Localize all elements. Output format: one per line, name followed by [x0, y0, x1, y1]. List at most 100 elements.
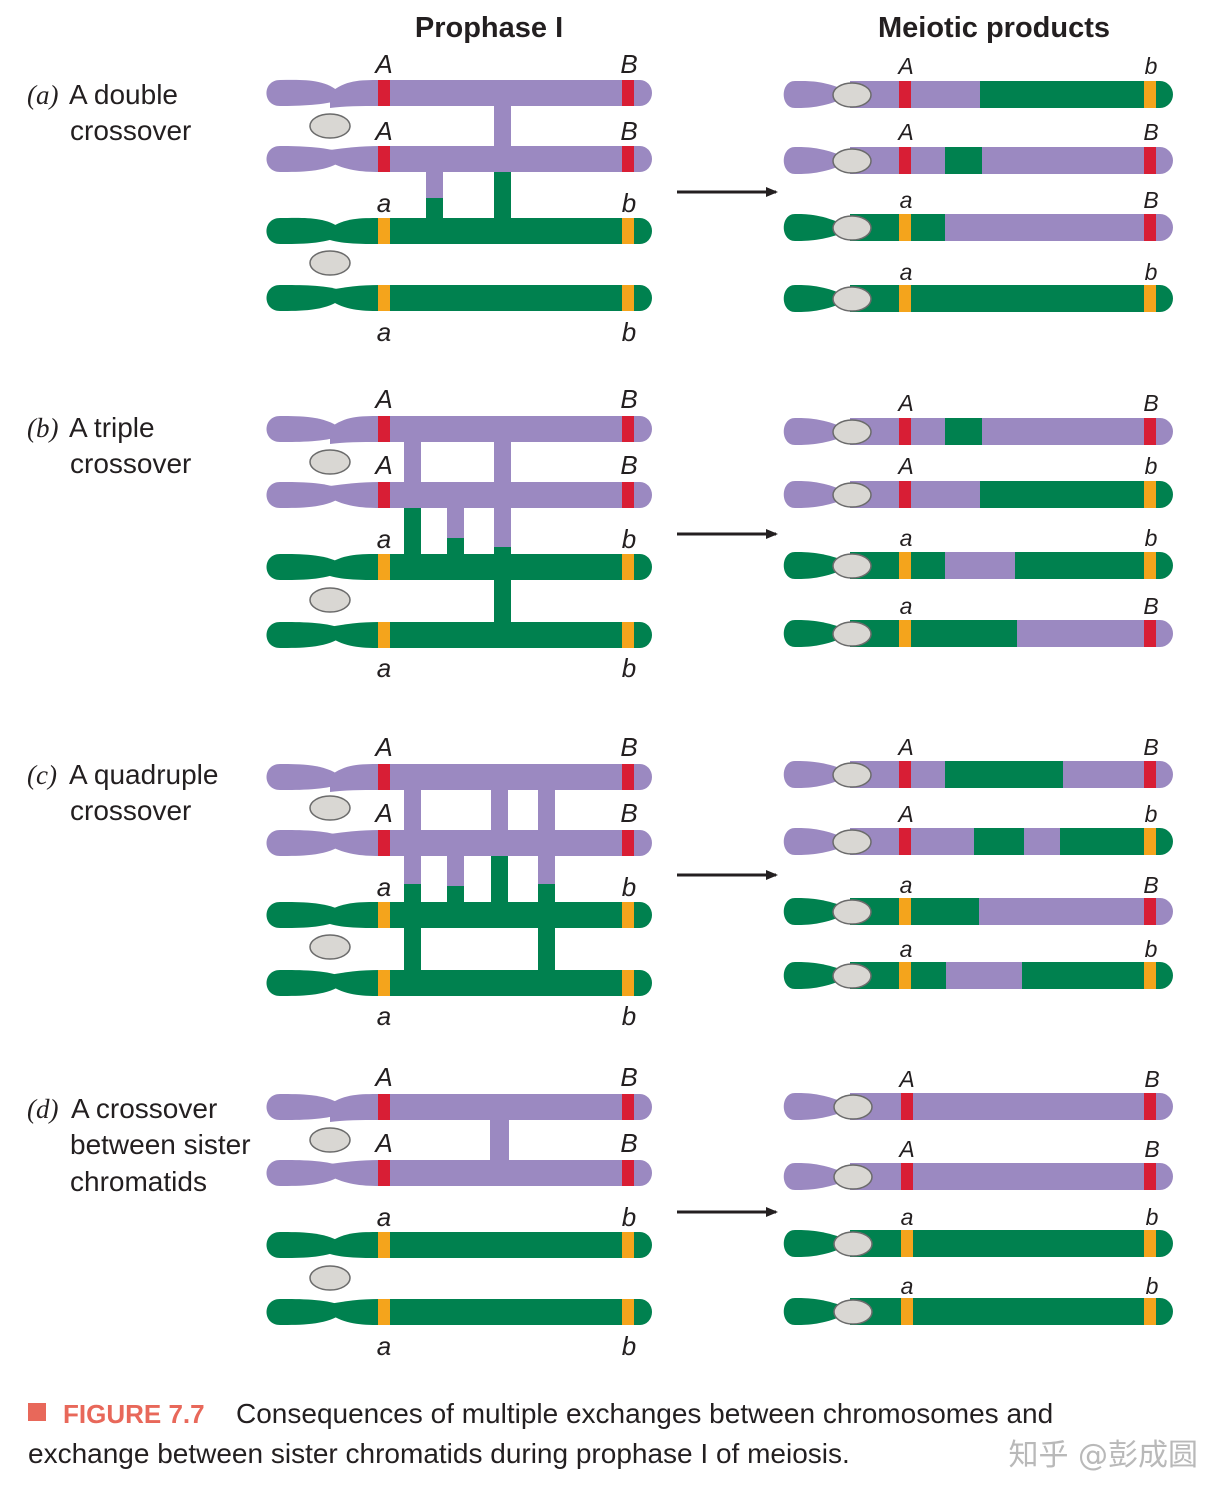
gene-label: B	[1144, 1136, 1159, 1162]
product-chromosome: A B	[783, 1136, 1173, 1190]
chromatid	[330, 1232, 652, 1258]
product-chromosome: A b	[783, 53, 1173, 108]
gene-band	[622, 218, 634, 244]
centromere	[832, 148, 872, 174]
caption-line: Consequences of multiple exchanges betwe…	[236, 1398, 1053, 1429]
meiotic-products: A B A b	[783, 734, 1173, 989]
gene-label: A	[896, 453, 913, 479]
gene-band	[622, 80, 634, 106]
gene-label: b	[622, 188, 636, 218]
centromere	[832, 553, 872, 579]
product-chromosome: a B	[783, 593, 1173, 647]
gene-label: B	[1143, 187, 1158, 213]
gene-band	[622, 285, 634, 311]
gene-label: b	[1146, 1204, 1159, 1230]
product-chromosome: a b	[783, 525, 1173, 579]
centromere	[833, 1164, 873, 1190]
header-prophase: Prophase I	[415, 12, 563, 44]
panel-title-line: between sister	[70, 1129, 251, 1160]
gene-label: a	[377, 1202, 391, 1232]
gene-label: b	[1145, 259, 1158, 285]
chromatid	[330, 218, 652, 244]
panel-title-line: crossover	[70, 115, 191, 146]
centromere	[832, 215, 872, 241]
gene-label: A	[896, 53, 913, 79]
panel-letter: (d)	[27, 1094, 58, 1124]
gene-label: A	[896, 801, 913, 827]
gene-label: a	[377, 188, 391, 218]
panel-title-line: A double	[69, 79, 178, 110]
chromatid	[330, 146, 652, 172]
gene-label: a	[377, 653, 391, 683]
panel-a-label: (a) A double crossover	[27, 79, 191, 146]
gene-label: b	[1145, 801, 1158, 827]
chromatid	[330, 622, 652, 648]
meiotic-products: A b A B	[783, 53, 1173, 312]
product-chromosome: a b	[783, 936, 1173, 989]
centromere	[832, 963, 872, 989]
gene-label: a	[377, 524, 391, 554]
chromatid	[330, 1094, 652, 1122]
gene-label: A	[373, 384, 392, 414]
gene-label: A	[373, 116, 392, 146]
gene-label: a	[377, 872, 391, 902]
gene-label: a	[900, 259, 913, 285]
centromere	[309, 113, 351, 139]
gene-label: A	[373, 1128, 392, 1158]
panel-letter: (b)	[27, 413, 58, 443]
gene-label: B	[1143, 734, 1158, 760]
chromatid	[330, 764, 652, 792]
centromere	[309, 795, 351, 821]
gene-label: B	[620, 798, 637, 828]
gene-label: B	[620, 384, 637, 414]
panel-b-label: (b) A triple crossover	[27, 412, 191, 479]
centromere	[309, 449, 351, 475]
centromere	[833, 1231, 873, 1257]
caption-square-icon	[28, 1403, 46, 1421]
panel-letter: (a)	[27, 80, 58, 110]
product-chromosome: A B	[783, 1066, 1173, 1120]
gene-label: a	[377, 1331, 391, 1361]
panel-c-label: (c) A quadruple crossover	[27, 759, 218, 826]
gene-label: A	[896, 734, 913, 760]
product-chromosome: a B	[783, 872, 1173, 925]
product-chromosome: A B	[783, 390, 1173, 445]
chromatid	[330, 970, 652, 996]
panel-a: (a) A double crossover	[27, 49, 1173, 347]
prophase-diagram: A B A B a b a b	[266, 1062, 652, 1361]
figure-number: FIGURE 7.7	[63, 1399, 205, 1429]
centromere	[832, 762, 872, 788]
watermark: 知乎 @彭成圆	[1008, 1438, 1198, 1473]
gene-label: b	[622, 1331, 636, 1361]
gene-band	[378, 146, 390, 172]
centromere	[832, 621, 872, 647]
panel-title-line: crossover	[70, 795, 191, 826]
gene-band	[378, 218, 390, 244]
gene-label: B	[620, 49, 637, 79]
gene-label: B	[1143, 872, 1158, 898]
caption-line: exchange between sister chromatids durin…	[28, 1438, 850, 1469]
chromatid-arm	[266, 79, 340, 106]
centromere	[832, 82, 872, 108]
panel-title-line: crossover	[70, 448, 191, 479]
product-chromosome: a b	[783, 1204, 1173, 1257]
product-chromosome: A B	[783, 734, 1173, 788]
chromatid	[330, 830, 652, 856]
meiotic-products: A B A b	[783, 390, 1173, 647]
gene-label: a	[377, 317, 391, 347]
gene-label: a	[900, 936, 913, 962]
chromatid	[330, 1299, 652, 1325]
gene-label: a	[900, 525, 913, 551]
centromere	[832, 899, 872, 925]
gene-label: A	[373, 450, 392, 480]
product-chromosome: A b	[783, 453, 1173, 508]
gene-label: A	[373, 49, 392, 79]
panel-title-line: A crossover	[71, 1093, 217, 1124]
gene-label: a	[900, 872, 913, 898]
panel-b: (b) A triple crossover	[27, 384, 1173, 683]
chromatid	[330, 554, 652, 580]
panel-c: (c) A quadruple crossover	[27, 732, 1173, 1031]
centromere	[832, 482, 872, 508]
centromere	[832, 286, 872, 312]
